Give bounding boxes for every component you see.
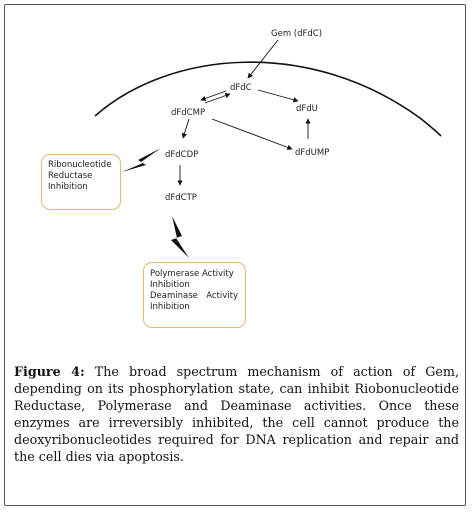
arrow-dfdcmp-to-dfdc (204, 93, 231, 104)
polymerase-deaminase-inhibition-box: Polymerase Activity Inhibition Deaminase… (143, 262, 246, 328)
arrow-dfdc-to-dfdcmp (200, 90, 227, 101)
ribonucleotide-reductase-inhibition-box: Ribonucleotide Reductase Inhibition (41, 154, 121, 210)
lightning-bolt-icon-ribonucleotide (122, 148, 161, 172)
label-dfdcdp: dFdCDP (165, 150, 198, 160)
label-dfdctp: dFdCTP (165, 193, 197, 203)
poly-line-3-word-1: Deaminase (150, 291, 198, 301)
arrow-dfdcmp-to-dfdcdp (181, 118, 190, 139)
label-dfdc: dFdC (230, 83, 252, 93)
poly-line-4: Inhibition (150, 302, 190, 312)
arrow-dfdc-to-dfdu (257, 89, 299, 103)
poly-line-3: Deaminase Activity (150, 291, 238, 302)
ribo-line-3: Inhibition (48, 182, 88, 192)
label-gem: Gem (dFdC) (271, 29, 322, 39)
caption-label: Figure 4: (14, 364, 85, 379)
figure-frame (4, 4, 466, 506)
cell-membrane-arc (94, 61, 442, 137)
label-dfdcmp: dFdCMP (171, 108, 205, 118)
figure-caption: Figure 4: The broad spectrum mechanism o… (14, 363, 459, 466)
ribo-line-1: Ribonucleotide (48, 160, 112, 170)
label-dfdump: dFdUMP (295, 148, 329, 158)
arrow-gem-to-dfdc (247, 39, 279, 79)
lightning-bolt-icon-polymerase (171, 216, 189, 258)
pathway-diagram: Gem (dFdC) dFdC dFdCMP dFdU dFdUMP dFdCD… (94, 29, 442, 258)
caption-text: The broad spectrum mechanism of action o… (14, 364, 459, 465)
ribo-line-2: Reductase (48, 171, 93, 181)
arrow-dfdcmp-to-dfdump (211, 118, 293, 150)
poly-line-1: Polymerase Activity (150, 269, 234, 279)
poly-line-3-word-2: Activity (206, 291, 238, 301)
label-dfdu: dFdU (296, 104, 318, 114)
poly-line-2: Inhibition (150, 280, 190, 290)
